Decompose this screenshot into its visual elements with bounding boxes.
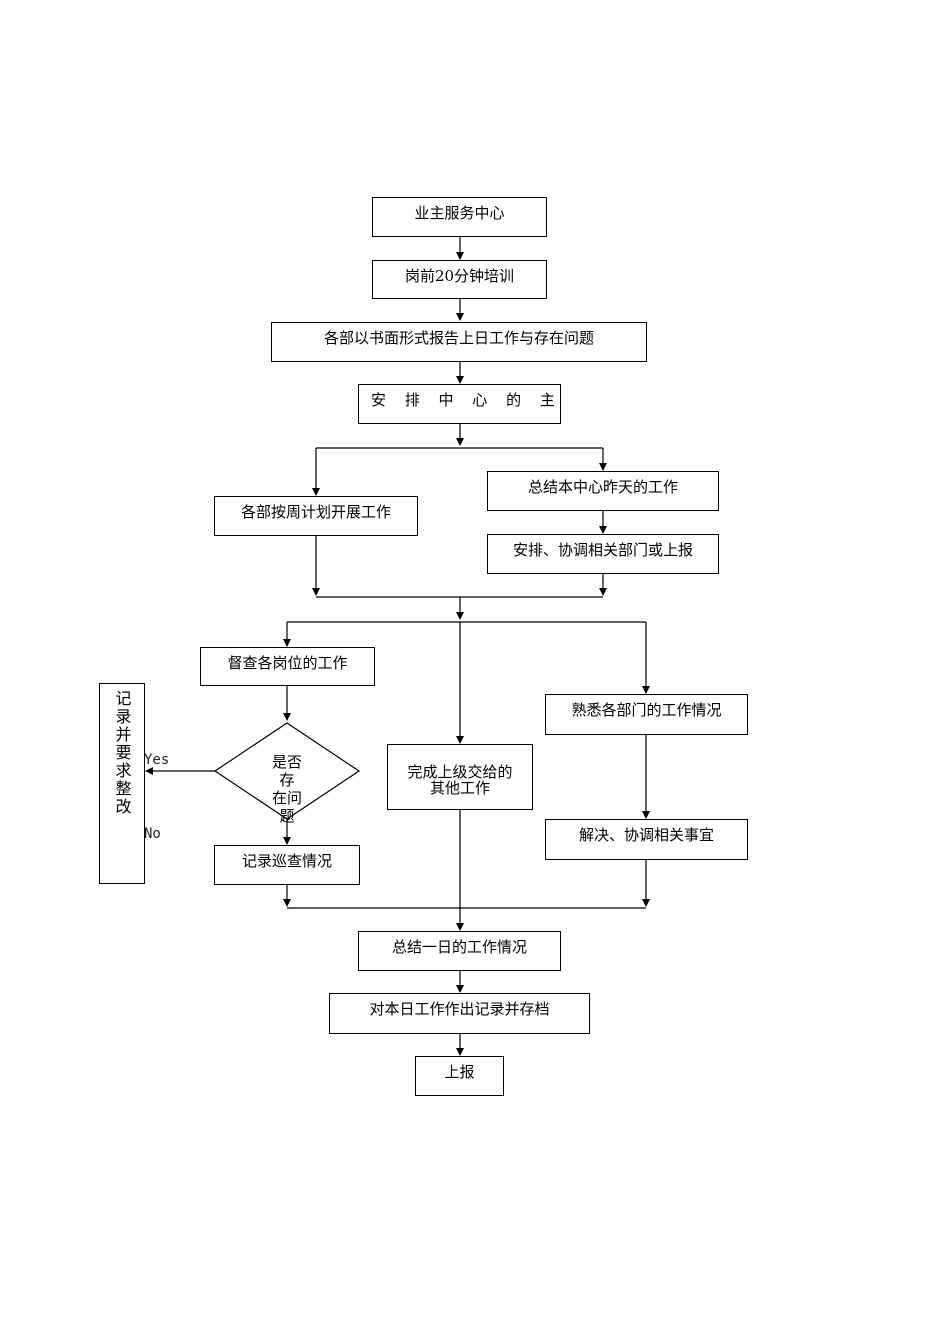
node-supervise-posts: 督查各岗位的工作	[200, 647, 375, 686]
decision-line-3: 在问	[271, 789, 302, 807]
node-familiarize-depts: 熟悉各部门的工作情况	[545, 694, 748, 735]
decision-line-2: 存	[279, 771, 295, 789]
decision-line-4: 题	[279, 807, 295, 825]
node-report-up: 上报	[415, 1056, 504, 1096]
node-record-archive: 对本日工作作出记录并存档	[329, 993, 590, 1034]
decision-line-1: 是否	[271, 753, 302, 771]
decision-label: 是否 存 在问 题	[247, 753, 327, 825]
node-dept-weekly-plan: 各部按周计划开展工作	[214, 496, 418, 536]
other-tasks-line-1: 完成上级交给的	[407, 763, 513, 781]
edge-label-no: No	[144, 826, 161, 842]
node-resolve-coordinate: 解决、协调相关事宜	[545, 819, 748, 860]
node-complete-other-tasks: 完成上级交给的 其他工作	[387, 744, 533, 810]
node-dept-written-report: 各部以书面形式报告上日工作与存在问题	[271, 322, 647, 362]
node-pre-shift-training: 岗前20分钟培训	[372, 260, 547, 299]
node-record-rectify: 记录并要求整改	[99, 683, 145, 884]
node-owner-service-center: 业主服务中心	[372, 197, 547, 237]
node-summarize-day: 总结一日的工作情况	[358, 931, 561, 971]
other-tasks-line-2: 其他工作	[429, 779, 490, 797]
node-summarize-yesterday: 总结本中心昨天的工作	[487, 471, 719, 511]
edge-label-yes: Yes	[144, 752, 170, 768]
node-coordinate-report: 安排、协调相关部门或上报	[487, 534, 719, 574]
node-record-inspection: 记录巡查情况	[214, 845, 360, 885]
node-arrange-main-work: 安 排 中 心 的 主 要 工 作	[358, 384, 561, 424]
